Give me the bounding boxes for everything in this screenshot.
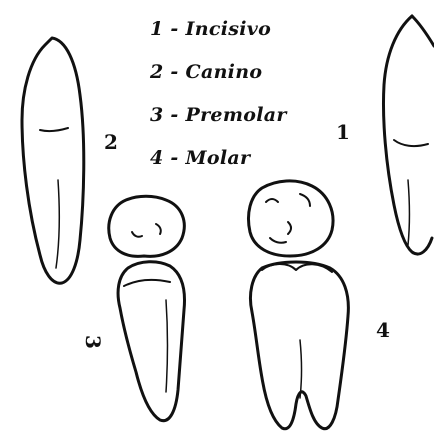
premolar-crown bbox=[109, 196, 184, 256]
molar-number-label: 4 bbox=[376, 318, 390, 342]
canine-tooth bbox=[22, 38, 84, 283]
legend-item-molar: 4 - Molar bbox=[150, 147, 250, 169]
legend-item-incisivo: 1 - Incisivo bbox=[150, 18, 271, 40]
incisor-number-label: 1 bbox=[336, 120, 350, 144]
legend-item-premolar: 3 - Premolar bbox=[150, 104, 287, 126]
premolar-number-label: 3 bbox=[81, 335, 105, 349]
legend-item-canino: 2 - Canino bbox=[150, 61, 262, 83]
incisor-tooth bbox=[383, 16, 434, 254]
premolar-tooth bbox=[118, 262, 184, 421]
molar-crown bbox=[249, 181, 334, 256]
molar-tooth bbox=[250, 262, 348, 429]
canine-number-label: 2 bbox=[104, 130, 118, 154]
